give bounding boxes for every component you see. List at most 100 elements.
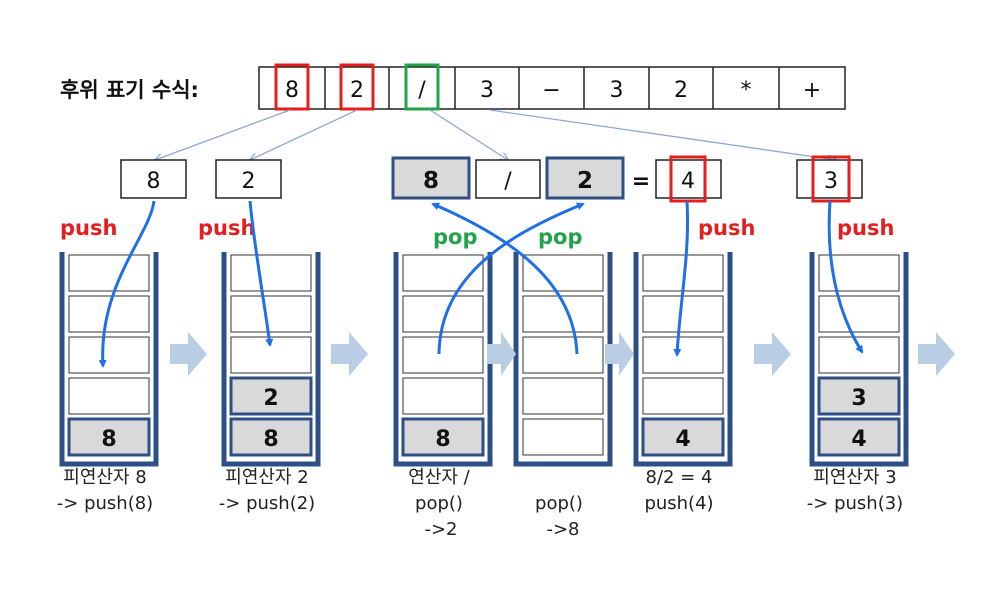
pop-label-1: pop (433, 225, 478, 249)
stack-container (59, 252, 159, 467)
stack-cell (641, 417, 725, 457)
token-connectors (155, 109, 836, 160)
stack-caption-line: -> push(3) (807, 493, 903, 514)
stack-caption-line: ->8 (546, 519, 579, 540)
stack-cell (67, 417, 151, 457)
stack-cell (229, 417, 313, 457)
stack: 8 (393, 252, 493, 467)
stack: 8 (59, 252, 159, 467)
expression-token: 3 (610, 78, 624, 103)
operation-symbol-box (475, 159, 541, 199)
operation-left-value: 8 (423, 168, 439, 194)
push-arrow-3 (673, 200, 690, 357)
push-label-3: push (698, 216, 755, 240)
push-arrow-2 (248, 200, 274, 347)
connector-3 (489, 109, 836, 160)
stack-caption-line: pop() (535, 493, 583, 514)
operand-box-2 (215, 159, 282, 199)
step-arrow-1 (170, 332, 207, 376)
push-label-4: push (837, 216, 894, 240)
token-strip-frame (258, 66, 846, 110)
push-arrow-4 (827, 200, 864, 354)
stack-caption-line: -> push(2) (219, 493, 315, 514)
pop-arrow-to-right (437, 202, 585, 355)
stack-container (633, 252, 733, 467)
expression-label: 후위 표기 수식: (60, 78, 199, 102)
stack-cell (230, 254, 312, 292)
stack-cell (230, 295, 312, 333)
stack-cell (817, 417, 901, 457)
operand-value-2: 2 (242, 169, 256, 194)
result-value: 4 (681, 169, 695, 194)
stack-cell (818, 336, 900, 374)
stack-cell (522, 336, 604, 374)
step-arrow-3 (487, 332, 516, 376)
expression-token: 3 (480, 78, 494, 103)
action-labels: push push pop pop push push (60, 216, 894, 249)
stack-cell (401, 417, 485, 457)
token-highlight (339, 63, 375, 111)
stack-cell (642, 377, 724, 415)
stack-captions: 피연산자 8-> push(8)피연산자 2-> push(2)연산자 /pop… (57, 467, 903, 540)
operation-right-value: 2 (577, 168, 593, 194)
step-arrow-4 (605, 332, 634, 376)
stack-container (809, 252, 909, 467)
stack-cell (68, 254, 150, 292)
operation-left-box (391, 156, 471, 200)
stack-cell-value: 8 (263, 427, 278, 452)
stack-caption-line: pop() (415, 493, 463, 514)
expression-token: − (542, 78, 560, 103)
operand-value-8: 8 (147, 169, 161, 194)
connector-2 (250, 109, 358, 160)
stack-cell-value: 2 (263, 386, 278, 411)
stack-container (221, 252, 321, 467)
stack-cell-value: 8 (101, 427, 116, 452)
expression-token: 8 (285, 78, 299, 103)
push-label-1: push (60, 216, 117, 240)
expression-token: 2 (350, 78, 364, 103)
stack-cell (522, 418, 604, 456)
push-arrow-1 (98, 200, 156, 368)
equals-sign: = (632, 169, 650, 194)
stack-cell (522, 377, 604, 415)
token-highlight (404, 63, 440, 111)
next-operand-highlight (811, 155, 851, 203)
expression-token: 2 (674, 78, 688, 103)
flow-arrows (98, 200, 864, 368)
operation-symbol: / (504, 169, 512, 194)
stack-cell (522, 254, 604, 292)
step-arrows (170, 332, 955, 376)
stack: 34 (809, 252, 909, 467)
result-box (655, 159, 722, 199)
stack-caption-line: push(4) (644, 493, 713, 514)
operand-box-8 (120, 159, 187, 199)
stack-caption-line: 8/2 = 4 (646, 467, 713, 488)
stack-caption-line: 피연산자 3 (813, 467, 896, 488)
push-label-2: push (198, 216, 255, 240)
stack: 28 (221, 252, 321, 467)
next-operand-value: 3 (824, 169, 838, 194)
step-arrow-6 (918, 332, 955, 376)
stack-caption-line: 피연산자 2 (225, 467, 308, 488)
stack-caption-line: 피연산자 8 (63, 467, 146, 488)
stack-cell (402, 336, 484, 374)
step-arrow-2 (331, 332, 368, 376)
token-highlight (274, 63, 310, 111)
stack-caption-line: 연산자 / (408, 467, 470, 488)
stack-cell-value: 4 (851, 427, 866, 452)
stack-cell-value: 8 (435, 427, 450, 452)
stack-cell-value: 4 (675, 427, 690, 452)
expression-token: * (741, 78, 752, 103)
pop-label-2: pop (538, 225, 583, 249)
stack-cell (229, 376, 313, 416)
stack-cell (642, 336, 724, 374)
stack (513, 252, 613, 467)
stack-caption-line: ->2 (424, 519, 457, 540)
operation-right-box (545, 156, 625, 200)
stack-cell (817, 376, 901, 416)
operand-row: 8 2 8 / 2 = 4 3 (120, 155, 863, 203)
stack-cell (818, 295, 900, 333)
step-arrow-5 (754, 332, 791, 376)
